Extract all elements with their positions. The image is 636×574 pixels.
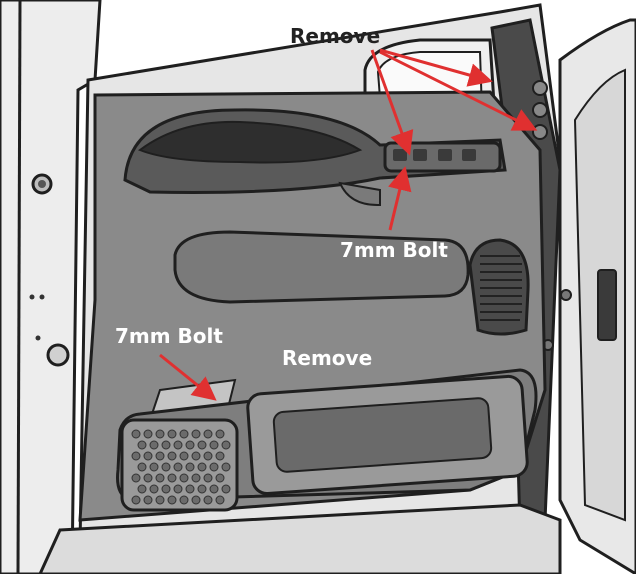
bolt-label-left: 7mm Bolt	[115, 324, 223, 348]
door-latch	[597, 269, 617, 341]
door-hinge-bolt	[560, 289, 572, 301]
tweeter-slots	[480, 255, 522, 321]
pocket-opening	[272, 397, 493, 473]
pillar-edge	[16, 0, 22, 574]
door-handle-lever	[338, 181, 381, 207]
arrow-remove-to-switch	[370, 49, 414, 156]
body-pillar	[0, 0, 102, 574]
remove-label-top: Remove	[290, 24, 381, 48]
window-switch	[438, 149, 452, 161]
pillar-bolt-inner	[38, 180, 46, 188]
edge-plug	[532, 80, 548, 96]
edge-plug	[532, 124, 548, 140]
arrow-remove-to-plug	[379, 50, 538, 131]
arrow-bolt-to-panel	[388, 166, 412, 231]
pillar-hole	[35, 335, 41, 341]
bolt-label-mid: 7mm Bolt	[340, 238, 448, 262]
door-striker	[46, 343, 70, 367]
armrest-body	[173, 230, 470, 304]
window-switch	[393, 149, 407, 161]
pillar-hole	[39, 294, 45, 300]
callout-arrows	[159, 48, 538, 401]
window-switch	[462, 149, 476, 161]
arrow-remove-to-pillar	[379, 48, 493, 87]
speaker-holes	[131, 429, 231, 505]
arrow-bolt-to-cover	[159, 353, 217, 401]
edge-plug	[532, 102, 548, 118]
pillar-hole	[29, 294, 35, 300]
window-switch	[413, 149, 427, 161]
door-sill	[38, 503, 562, 574]
pull-cup	[137, 120, 363, 164]
remove-label-mid: Remove	[282, 346, 373, 370]
